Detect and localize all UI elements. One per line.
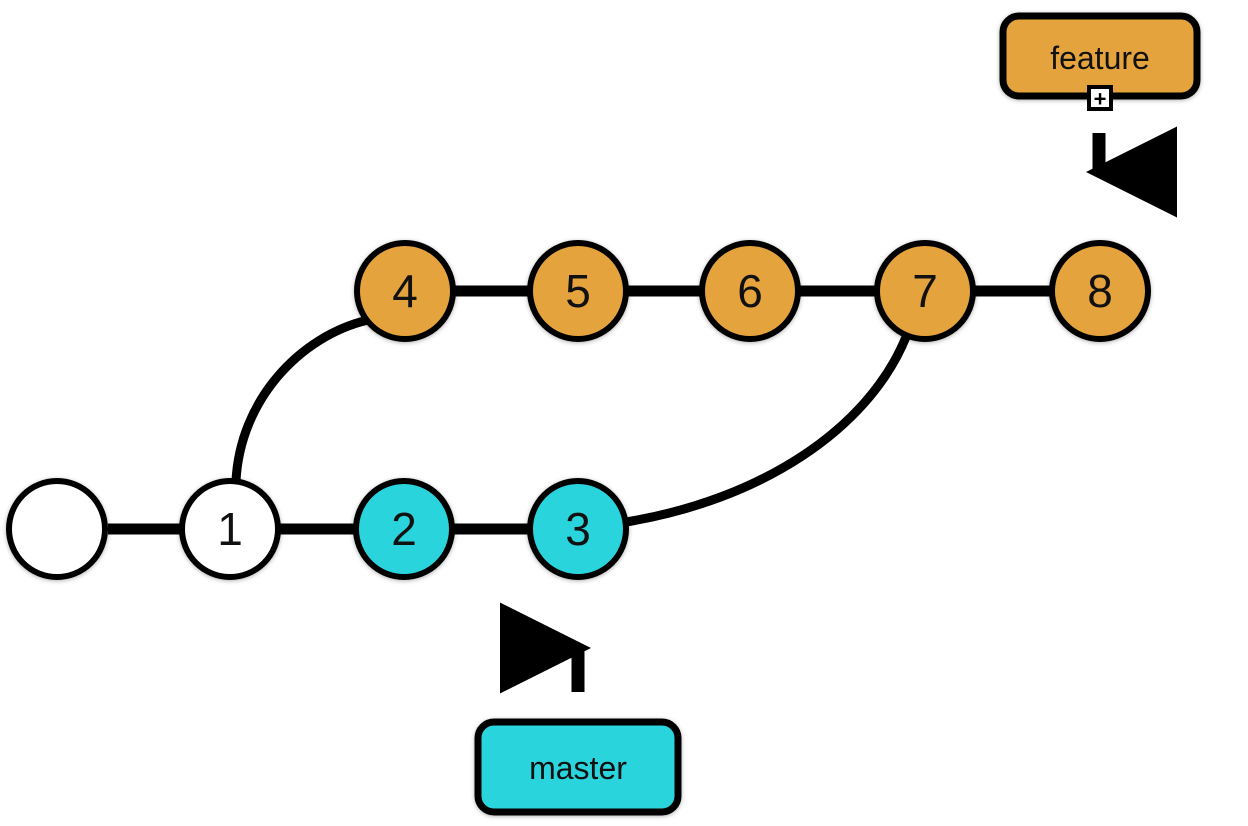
commit-node-7[interactable]: 7 (874, 240, 976, 342)
commit-node-1[interactable]: 1 (179, 478, 281, 580)
commit-circle-3[interactable] (527, 478, 629, 580)
commit-circle-1[interactable] (179, 478, 281, 580)
plus-icon: + (1094, 87, 1107, 112)
master-label-box[interactable] (474, 718, 682, 816)
feature-expand-handle[interactable]: + (1087, 85, 1113, 112)
edge-group (108, 285, 1050, 535)
commit-label-5: 5 (565, 265, 591, 317)
commit-label-4: 4 (392, 265, 418, 317)
commit-circle-4[interactable] (354, 240, 456, 342)
branch-label-feature[interactable]: feature + (999, 12, 1201, 218)
commit-label-8: 8 (1087, 265, 1113, 317)
master-label-text: master (529, 750, 627, 786)
commit-circle-8[interactable] (1049, 240, 1151, 342)
commit-circle-2[interactable] (353, 478, 455, 580)
commit-label-7: 7 (912, 265, 938, 317)
commit-label-2: 2 (391, 503, 417, 555)
commit-node-root[interactable] (6, 478, 108, 580)
feature-label-text: feature (1050, 40, 1150, 76)
commit-circle-6[interactable] (699, 240, 801, 342)
expand-handle-box[interactable] (1087, 85, 1113, 111)
commit-node-8[interactable]: 8 (1049, 240, 1151, 342)
commit-label-3: 3 (565, 503, 591, 555)
commit-node-4[interactable]: 4 (354, 240, 456, 342)
commit-node-5[interactable]: 5 (527, 240, 629, 342)
branch-label-master[interactable]: master (474, 602, 682, 816)
commit-node-2[interactable]: 2 (353, 478, 455, 580)
commit-group: 1 2 3 4 5 6 (6, 240, 1151, 580)
edge-branch-1-to-4 (231, 315, 373, 486)
commit-label-1: 1 (217, 503, 243, 555)
commit-node-6[interactable]: 6 (699, 240, 801, 342)
commit-circle-5[interactable] (527, 240, 629, 342)
commit-circle-7[interactable] (874, 240, 976, 342)
commit-circle-root[interactable] (6, 478, 108, 580)
commit-node-3[interactable]: 3 (527, 478, 629, 580)
edge-merge-3-to-7 (621, 332, 911, 527)
commit-label-6: 6 (737, 265, 763, 317)
